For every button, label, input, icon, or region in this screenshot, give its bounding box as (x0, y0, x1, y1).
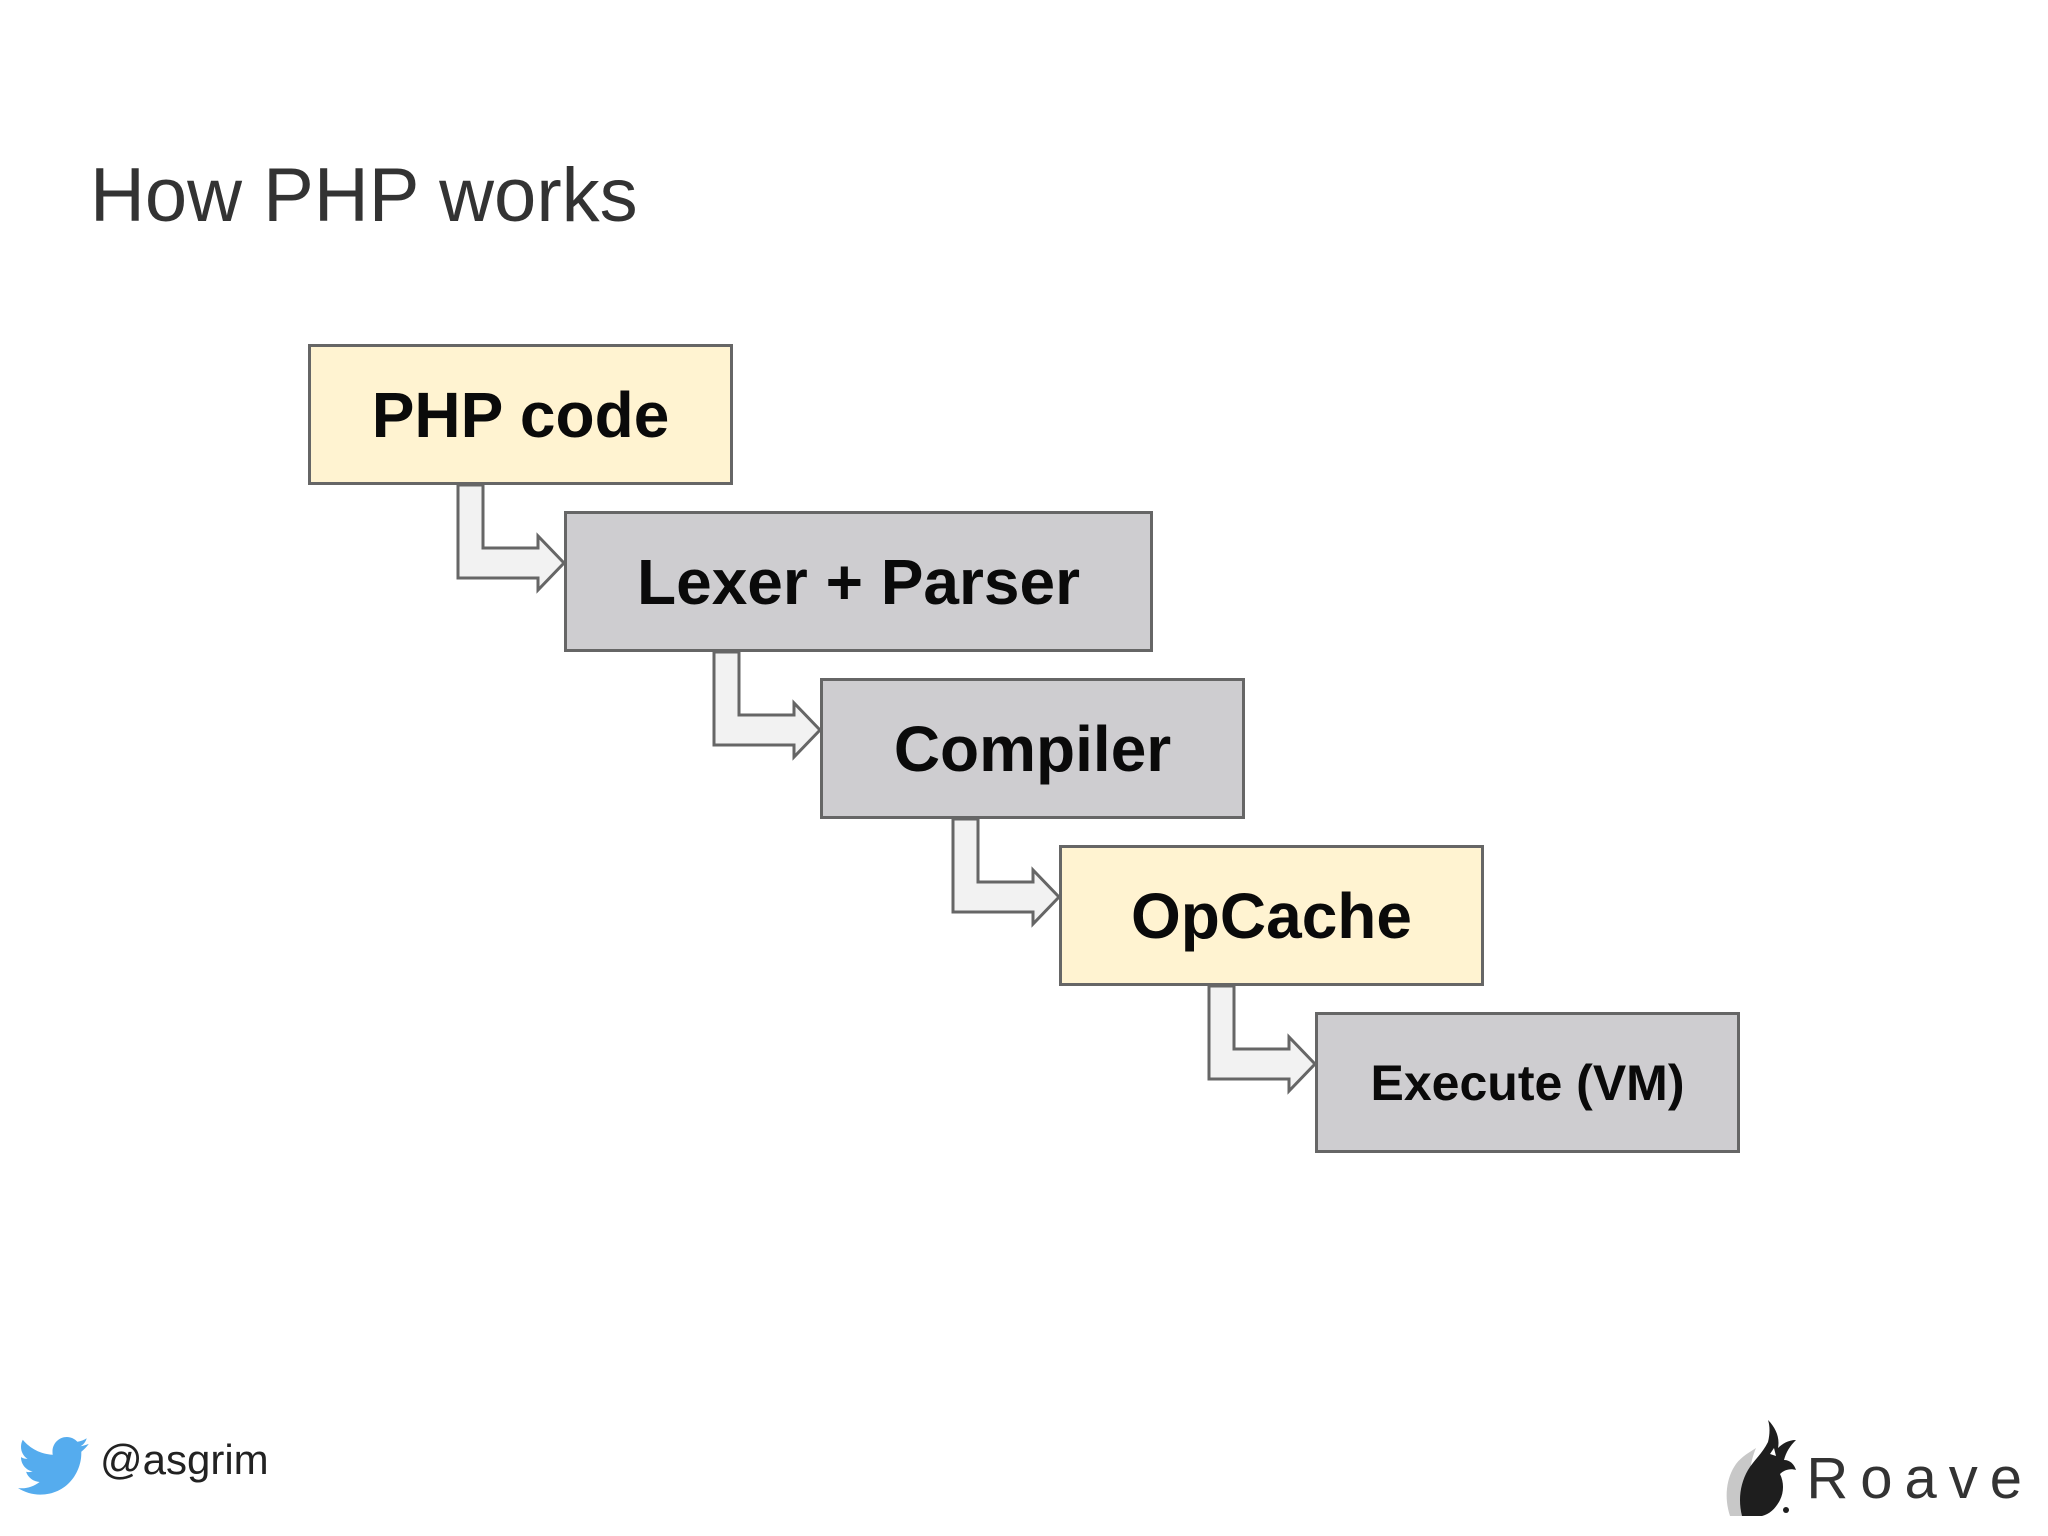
bent-arrow-icon (712, 650, 823, 761)
brand-name: Roave (1806, 1446, 2034, 1511)
bent-arrow-icon (456, 483, 567, 594)
step-opcache: OpCache (1059, 845, 1484, 986)
twitter-bird-icon (18, 1437, 89, 1495)
twitter-handle-text: @asgrim (100, 1436, 269, 1483)
bent-arrow-icon (951, 817, 1062, 928)
step-compiler: Compiler (820, 678, 1245, 819)
bent-arrow-icon (1207, 984, 1318, 1095)
brand-logo: Roave (1720, 1418, 2034, 1518)
step-lexer-parser: Lexer + Parser (564, 511, 1153, 652)
twitter-handle: @asgrim (18, 1436, 269, 1498)
slide-title: How PHP works (90, 153, 638, 238)
step-php-code: PHP code (308, 344, 733, 485)
roave-logo-icon (1726, 1420, 1797, 1516)
step-execute-vm: Execute (VM) (1315, 1012, 1740, 1153)
